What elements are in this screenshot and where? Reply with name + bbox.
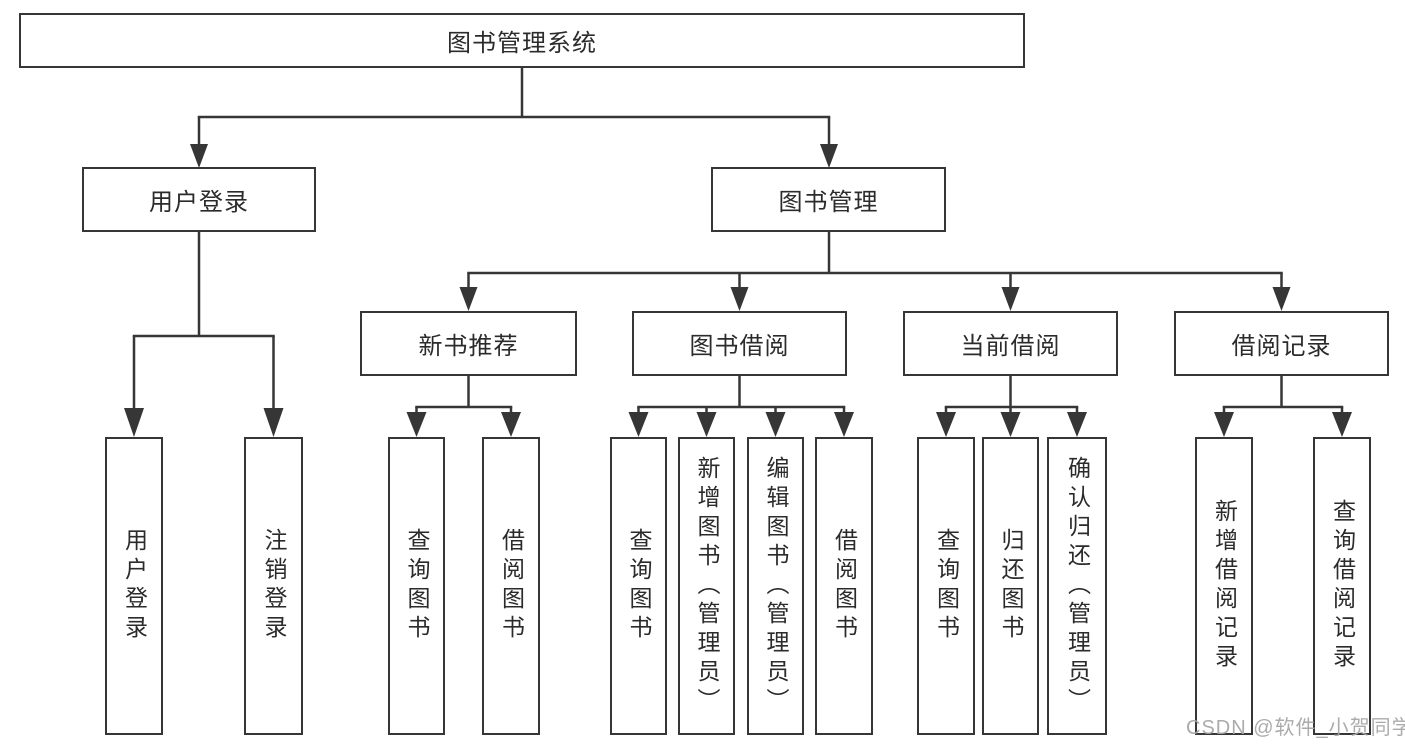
connector-borrowing-to-leaves <box>628 376 854 437</box>
leaf-logout: 注销登录 <box>244 437 303 735</box>
leaf-label: 查询图书 <box>626 528 652 644</box>
connector-bookmgmt-to-level3 <box>459 232 1291 311</box>
leaf-query-books-3: 查询图书 <box>917 437 975 735</box>
arrow-down <box>834 412 854 437</box>
leaf-borrow-books-2: 借阅图书 <box>815 437 873 735</box>
arrow-down <box>190 144 208 168</box>
node-borrowing-records: 借阅记录 <box>1174 311 1389 376</box>
arrow-down <box>1067 412 1087 437</box>
connector-userlogin-to-leaves <box>124 232 284 437</box>
leaf-query-books-1: 查询图书 <box>388 437 445 735</box>
leaf-borrow-books-1: 借阅图书 <box>482 437 540 735</box>
node-new-book-recommend: 新书推荐 <box>360 311 577 376</box>
leaf-label: 注销登录 <box>261 528 287 644</box>
connector-newbook-to-leaves <box>406 376 521 437</box>
leaf-confirm-return-admin: 确认归还（管理员） <box>1047 437 1107 735</box>
node-current-borrowing: 当前借阅 <box>903 311 1118 376</box>
leaf-label: 确认归还（管理员） <box>1064 455 1091 717</box>
connector-current-to-leaves <box>936 376 1087 437</box>
arrow-down <box>820 144 838 168</box>
arrow-down <box>459 287 478 311</box>
arrow-down <box>730 287 749 311</box>
connector-root-to-level2 <box>190 68 838 168</box>
arrow-down <box>1214 412 1234 437</box>
leaf-label: 查询图书 <box>933 528 960 644</box>
arrow-down <box>263 408 284 437</box>
node-library-system-root: 图书管理系统 <box>19 13 1025 68</box>
node-label: 用户登录 <box>149 189 249 216</box>
node-label: 当前借阅 <box>960 333 1061 360</box>
watermark: CSDN @软件_小贺同学 <box>1186 717 1405 739</box>
leaf-label: 借阅图书 <box>498 528 525 644</box>
arrow-down <box>628 412 649 437</box>
leaf-return-book: 归还图书 <box>982 437 1039 735</box>
arrow-down <box>1001 287 1020 311</box>
arrow-down <box>501 412 521 437</box>
leaf-label: 归还图书 <box>998 528 1024 644</box>
node-user-login: 用户登录 <box>82 167 316 232</box>
arrow-down <box>406 412 427 437</box>
node-label: 新书推荐 <box>418 333 519 360</box>
node-label: 图书借阅 <box>689 333 790 360</box>
leaf-label: 新增图书（管理员） <box>694 455 720 717</box>
node-label: 图书管理 <box>778 189 879 216</box>
leaf-label: 查询借阅记录 <box>1329 499 1356 673</box>
node-book-management: 图书管理 <box>711 167 946 232</box>
node-book-borrowing: 图书借阅 <box>632 311 847 376</box>
arrow-down <box>765 412 786 437</box>
arrow-down <box>1332 412 1352 437</box>
arrow-down <box>936 412 956 437</box>
arrow-down <box>1272 287 1291 311</box>
leaf-label: 查询图书 <box>404 528 430 644</box>
leaf-label: 编辑图书（管理员） <box>763 455 789 717</box>
leaf-add-book-admin: 新增图书（管理员） <box>678 437 735 735</box>
arrow-down <box>696 412 717 437</box>
leaf-label: 用户登录 <box>121 528 148 644</box>
leaf-add-borrow-record: 新增借阅记录 <box>1195 437 1253 735</box>
connector-records-to-leaves <box>1214 376 1352 437</box>
node-label: 借阅记录 <box>1231 333 1332 360</box>
leaf-query-borrow-record: 查询借阅记录 <box>1313 437 1371 735</box>
node-label: 图书管理系统 <box>447 30 597 57</box>
leaf-edit-book-admin: 编辑图书（管理员） <box>747 437 804 735</box>
leaf-user-login: 用户登录 <box>105 437 163 735</box>
leaf-query-books-2: 查询图书 <box>610 437 667 735</box>
leaf-label: 借阅图书 <box>831 528 858 644</box>
leaf-label: 新增借阅记录 <box>1211 499 1238 673</box>
arrow-down <box>124 408 144 437</box>
arrow-down <box>1000 412 1021 437</box>
